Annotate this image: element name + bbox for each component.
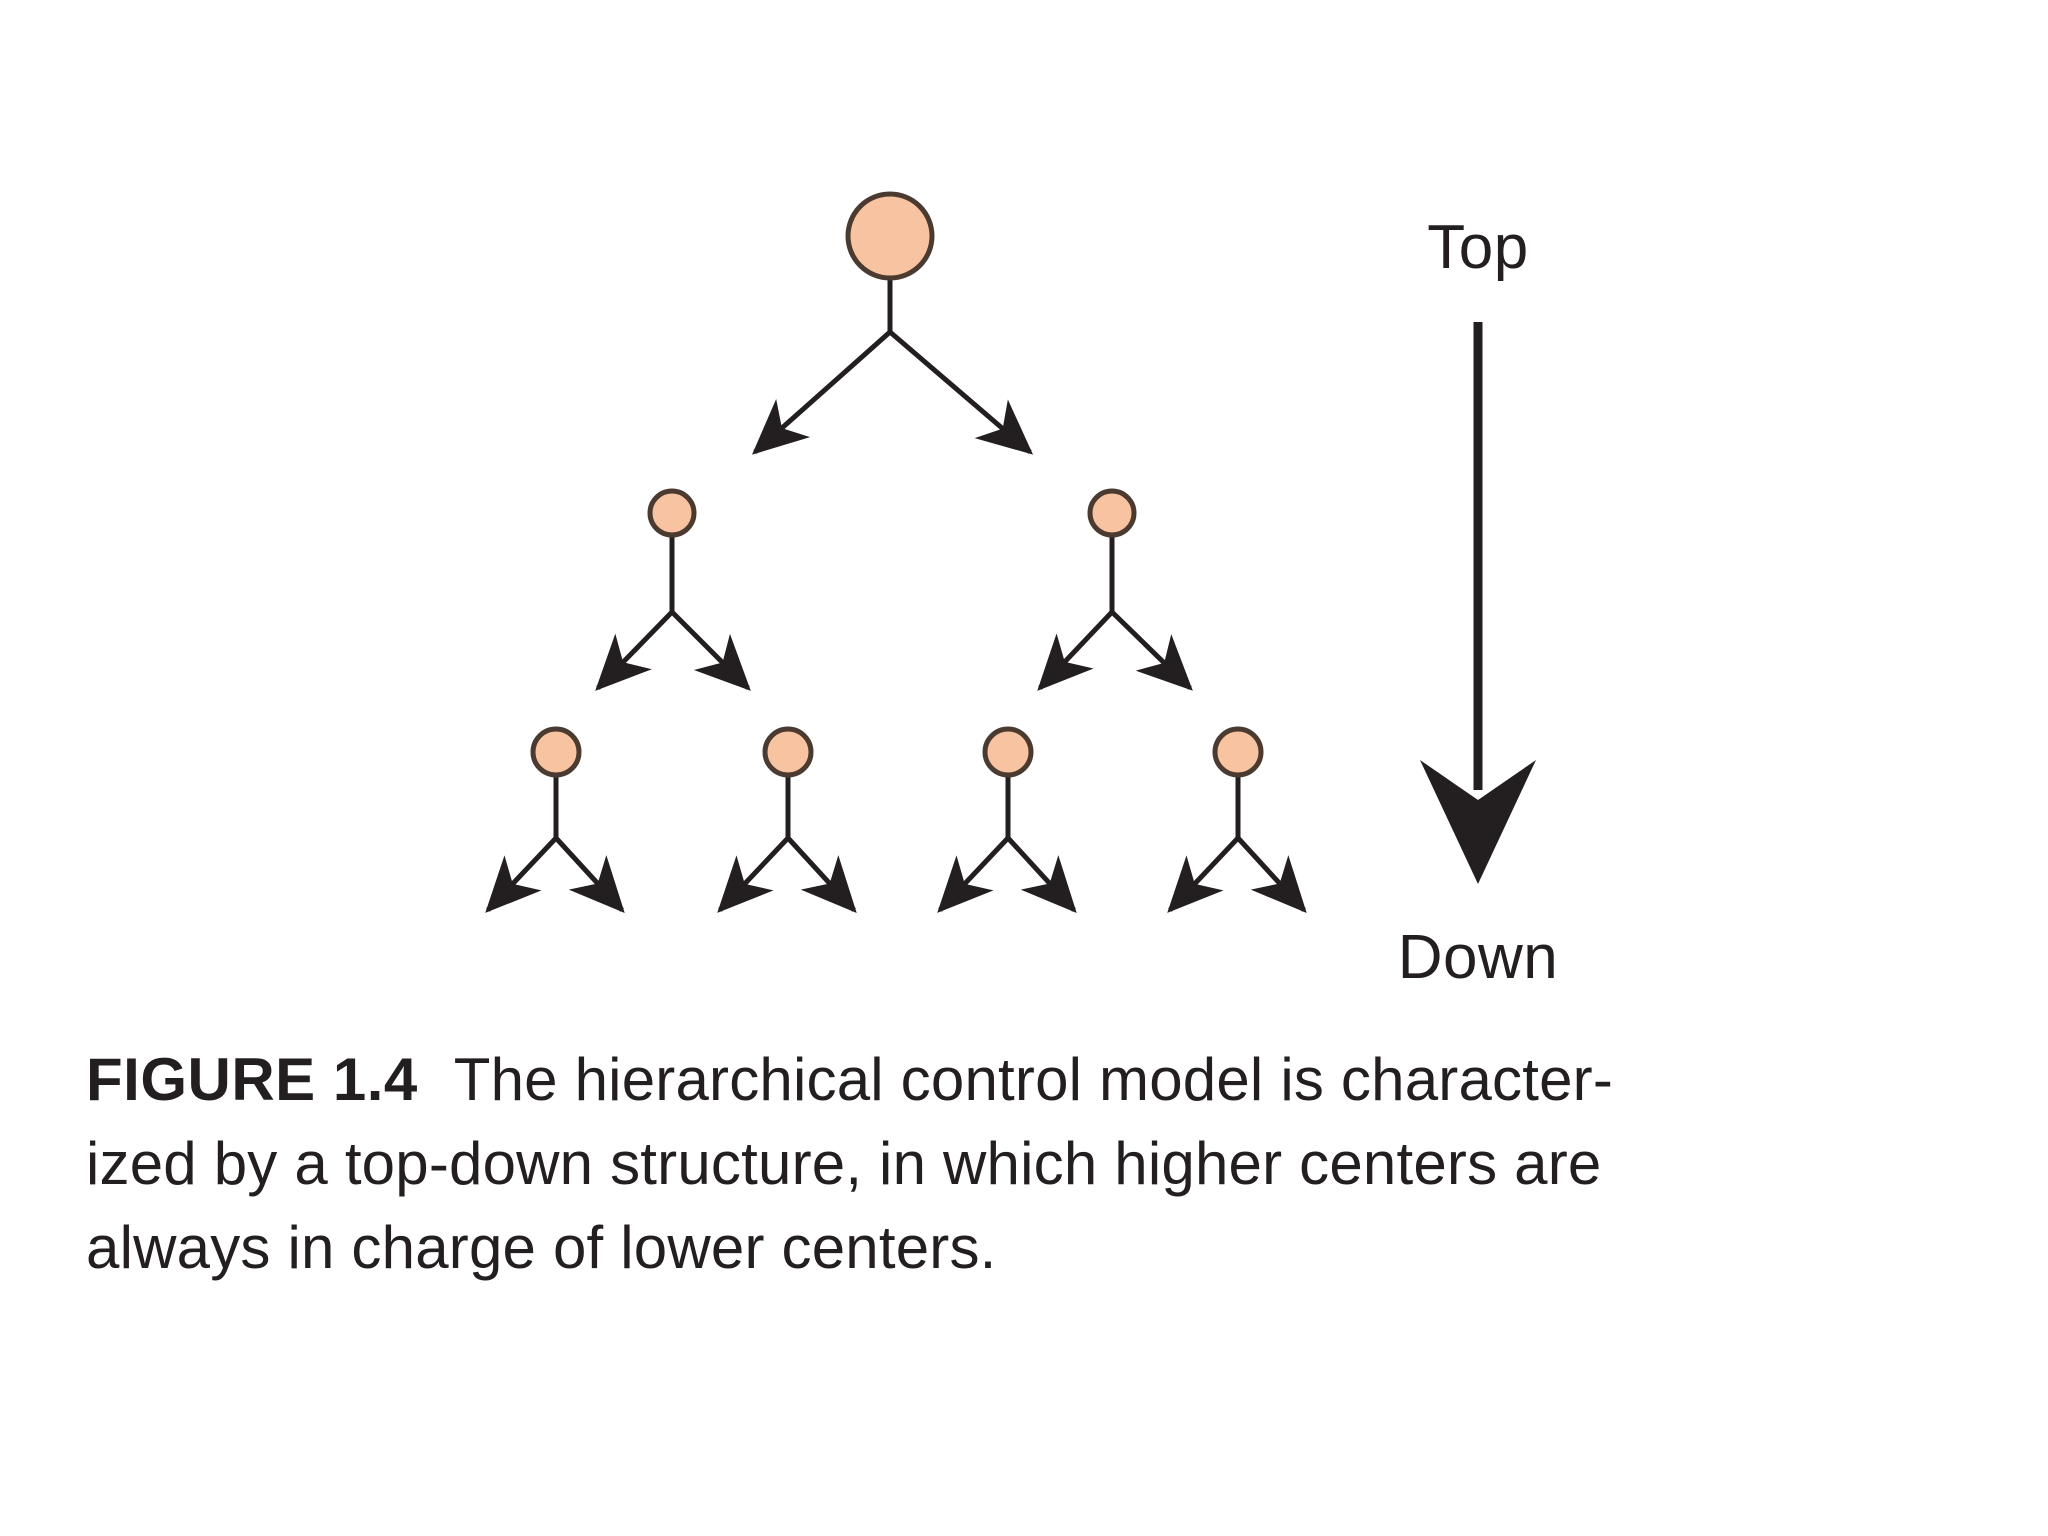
direction-label-top: Top — [1427, 213, 1528, 282]
edge-group-leaf-3 — [937, 775, 1077, 913]
tree-edges — [485, 278, 1307, 913]
figure-number: FIGURE 1.4 — [86, 1046, 418, 1113]
edge-group-leaf-2 — [717, 775, 857, 913]
node-level1-root — [845, 191, 935, 281]
edge-group-root — [752, 278, 1034, 455]
tree-nodes — [530, 191, 1264, 778]
edge-leaf3-left — [937, 836, 1010, 913]
edge-group-leaf-1 — [485, 775, 625, 913]
node-level2-right — [1087, 488, 1137, 538]
edge-l2right-to-child-3 — [1037, 610, 1114, 691]
edge-leaf1-right — [554, 836, 625, 913]
edge-leaf2-left — [717, 836, 790, 913]
node-level3-1 — [530, 726, 582, 778]
caption-text-1: The hierarchical control model is charac… — [453, 1046, 1614, 1113]
edge-l2right-to-child-4 — [1110, 610, 1193, 691]
edge-l2left-to-child-2 — [670, 610, 751, 691]
edge-leaf4-right — [1236, 836, 1307, 913]
caption-line-1: FIGURE 1.4 The hierarchical control model… — [86, 1038, 1986, 1122]
node-level2-left — [647, 488, 697, 538]
top-down-direction-arrow — [1420, 322, 1536, 884]
edge-l2left-to-child-1 — [595, 610, 674, 691]
direction-label-down: Down — [1398, 923, 1559, 992]
edge-root-to-left-child — [752, 330, 892, 455]
caption-line-2: ized by a top-down structure, in which h… — [86, 1130, 1602, 1197]
edge-root-to-right-child — [888, 330, 1034, 455]
edge-leaf1-left — [485, 836, 558, 913]
edge-group-level2-right — [1037, 535, 1193, 691]
figure-caption: FIGURE 1.4 The hierarchical control model… — [86, 1038, 1986, 1290]
edge-group-leaf-4 — [1167, 775, 1307, 913]
node-level3-2 — [762, 726, 814, 778]
edge-leaf3-right — [1006, 836, 1077, 913]
hierarchical-tree-diagram: Top Down — [485, 191, 1559, 992]
caption-line-3: always in charge of lower centers. — [86, 1214, 997, 1281]
edge-leaf2-right — [786, 836, 857, 913]
edge-group-level2-left — [595, 535, 751, 691]
edge-leaf4-left — [1167, 836, 1240, 913]
node-level3-3 — [982, 726, 1034, 778]
direction-arrow-head — [1420, 760, 1536, 884]
node-level3-4 — [1212, 726, 1264, 778]
